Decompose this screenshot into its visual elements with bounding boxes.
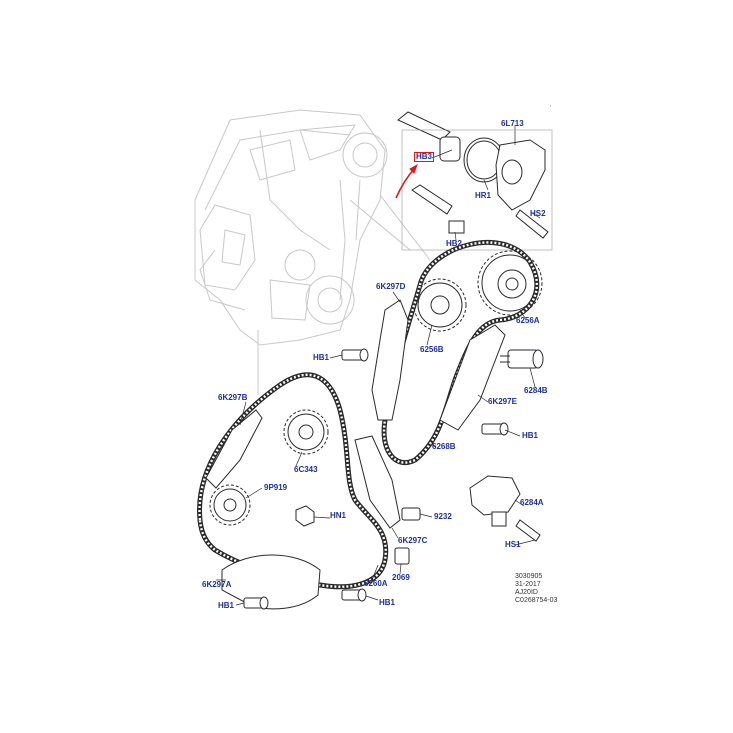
tensioner-6284A bbox=[469, 475, 541, 542]
bolt-hb1-upper bbox=[341, 348, 369, 362]
label-6284A: 6284A bbox=[520, 498, 544, 507]
engine-ghost-outline bbox=[194, 109, 431, 395]
vct-unit-6L713 bbox=[397, 111, 549, 239]
label-hr1: HR1 bbox=[475, 191, 492, 200]
label-hs1: HS1 bbox=[505, 540, 521, 549]
label-6K297A: 6K297A bbox=[202, 580, 232, 589]
label-hb2: HB2 bbox=[446, 239, 463, 248]
bolt-hb1-right bbox=[481, 422, 509, 436]
idler-sprocket-6C343 bbox=[283, 409, 329, 455]
info-line-2: 31-2017 bbox=[515, 581, 541, 589]
label-6L713: 6L713 bbox=[501, 119, 524, 128]
drawing-info-block: 3030905 31-2017 AJ20ID C0268754-03 bbox=[515, 573, 557, 605]
label-hn1: HN1 bbox=[330, 511, 347, 520]
label-6256B: 6256B bbox=[420, 345, 444, 354]
tensioner-arm-6K297E bbox=[439, 324, 506, 431]
part-9232 bbox=[401, 507, 421, 521]
label-2069: 2069 bbox=[392, 573, 410, 582]
info-line-1: 3030905 bbox=[515, 573, 543, 580]
part-2069 bbox=[394, 547, 410, 565]
crankshaft-sprocket-9P919 bbox=[209, 484, 251, 526]
label-6K297C: 6K297C bbox=[398, 536, 428, 545]
label-6K297E: 6K297E bbox=[488, 397, 517, 406]
label-hb1-upper: HB1 bbox=[313, 353, 330, 362]
label-6284B: 6284B bbox=[524, 386, 548, 395]
label-6C343: 6C343 bbox=[294, 465, 318, 474]
info-line-4: C0268754-03 bbox=[515, 597, 558, 605]
bolt-hb1-bottom-left bbox=[243, 596, 269, 610]
label-6260A: 6260A bbox=[364, 579, 388, 588]
label-6256A: 6256A bbox=[516, 316, 540, 325]
label-9232: 9232 bbox=[434, 512, 452, 521]
info-line-3: AJ20ID bbox=[515, 589, 538, 597]
nut-hn1 bbox=[295, 505, 315, 527]
leader-lines-top bbox=[401, 125, 553, 251]
chain-guide-6K297A bbox=[221, 554, 321, 610]
label-6268B: 6268B bbox=[432, 442, 456, 451]
label-6K297B: 6K297B bbox=[218, 393, 248, 402]
corner-marker-icon: ˈ bbox=[549, 104, 552, 113]
label-6K297D: 6K297D bbox=[376, 282, 406, 291]
label-hb1-bottom-right: HB1 bbox=[379, 598, 396, 607]
label-hs2: HS2 bbox=[530, 209, 546, 218]
tensioner-arm-6K297C bbox=[354, 435, 401, 529]
tensioner-6284B bbox=[500, 349, 544, 369]
label-9P919: 9P919 bbox=[264, 483, 288, 492]
highlight-arrow bbox=[395, 163, 418, 199]
label-hb1-bottom-left: HB1 bbox=[218, 601, 235, 610]
bolt-hb1-bottom-right bbox=[341, 588, 367, 602]
chain-guide-6K297B bbox=[205, 409, 263, 489]
lower-timing-chain-6260A bbox=[197, 372, 389, 590]
label-hb3-highlighted: HB3 bbox=[414, 152, 435, 162]
chain-guide-6K297D bbox=[371, 299, 409, 421]
leader-lines bbox=[216, 291, 536, 606]
camshaft-sprocket-6256A bbox=[477, 250, 543, 316]
label-hb1-right: HB1 bbox=[522, 431, 539, 440]
